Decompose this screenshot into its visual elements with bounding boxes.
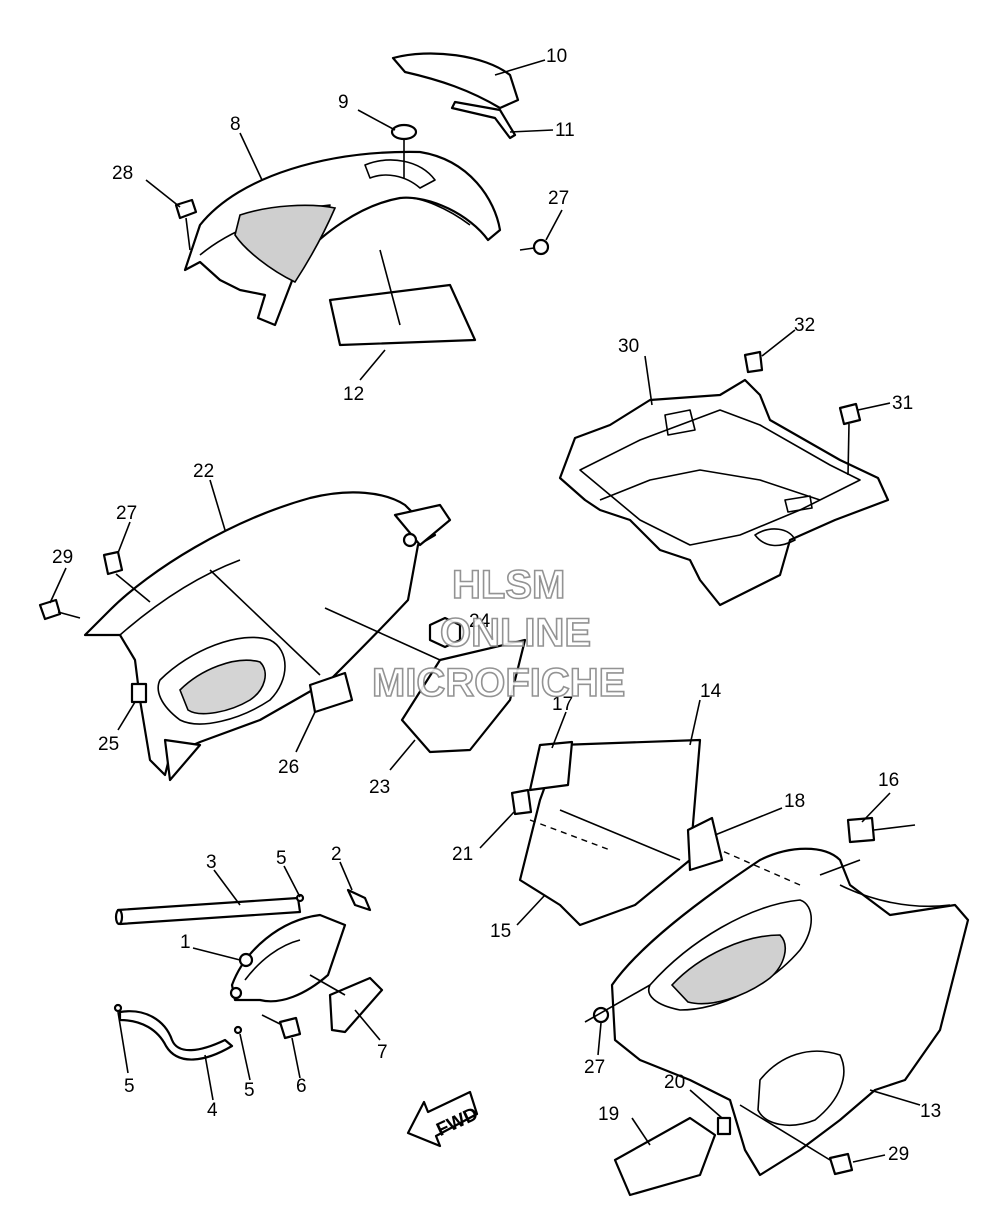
callout-label: 32 [794, 315, 815, 336]
watermark-line-2: ONLINE [440, 611, 591, 655]
callout-label: 29 [52, 547, 73, 568]
callout-label: 8 [230, 114, 241, 135]
part-nut-24 [428, 616, 462, 649]
part-bolt-27-top [519, 238, 550, 256]
part-sheet-23 [324, 607, 527, 754]
callout-label: 9 [338, 92, 349, 113]
callout-label: 3 [206, 852, 217, 873]
part-clip-25 [130, 682, 148, 704]
part-bolt-6 [261, 1014, 302, 1040]
part-sheet-19 [613, 1116, 717, 1197]
part-label-7 [309, 974, 384, 1034]
part-pad-21 [510, 788, 533, 816]
callout-label: 16 [878, 770, 899, 791]
callout-label: 14 [700, 681, 722, 702]
part-grommet-9 [390, 123, 418, 178]
callout-label: 27 [584, 1057, 605, 1078]
part-bolt-27-left [102, 550, 151, 603]
callout-label: 31 [892, 393, 913, 414]
part-damper-26 [209, 569, 354, 714]
part-clamps-5 [113, 893, 305, 1035]
part-bolt-28 [174, 198, 198, 251]
part-rear-fender [183, 150, 502, 347]
callout-label: 11 [555, 120, 575, 141]
part-bolt-27-lower [584, 984, 651, 1024]
callout-label: 27 [548, 188, 569, 209]
part-pipe-3 [114, 896, 302, 926]
watermark-line-1: HLSM [452, 563, 565, 607]
part-cover-10 [391, 52, 520, 140]
callout-labels: 1 2 3 4 5 5 5 6 7 8 9 10 11 12 13 14 15 … [52, 46, 941, 1165]
callout-label: 4 [207, 1100, 218, 1121]
callout-label: 5 [124, 1076, 135, 1097]
callout-label: 13 [920, 1101, 941, 1122]
callout-label: 17 [552, 694, 573, 715]
callout-label: 5 [244, 1080, 255, 1101]
part-frame-30 [558, 350, 890, 607]
callout-label: 28 [112, 163, 133, 184]
callout-label: 26 [278, 757, 299, 778]
callout-label: 10 [546, 46, 567, 67]
callout-label: 25 [98, 734, 119, 755]
callout-label: 24 [469, 611, 491, 632]
part-side-cover-13 [610, 847, 970, 1177]
callout-label: 20 [664, 1072, 685, 1093]
callout-label: 18 [784, 791, 805, 812]
fwd-arrow-icon: FWD [406, 1090, 481, 1148]
callout-label: 7 [377, 1042, 388, 1063]
part-pad-16 [846, 816, 916, 844]
callout-label: 1 [180, 932, 191, 953]
callout-label: 21 [452, 844, 473, 865]
part-pad-17 [528, 740, 574, 792]
part-clip-20 [716, 1116, 732, 1136]
part-bolt-29-lower [739, 1104, 854, 1176]
part-bolt-29-left [38, 598, 81, 621]
part-side-cover-22 [83, 491, 452, 782]
watermark: HLSM ONLINE MICROFICHE [371, 562, 626, 706]
part-tank-1 [229, 913, 347, 1003]
callout-label: 22 [193, 461, 214, 482]
callout-label: 6 [296, 1076, 307, 1097]
part-spring-2 [346, 888, 372, 912]
callout-label: 23 [369, 777, 390, 798]
callout-label: 30 [618, 336, 639, 357]
callout-label: 19 [598, 1104, 619, 1125]
leader-lines [49, 59, 921, 1163]
callout-label: 29 [888, 1144, 909, 1165]
callout-label: 2 [331, 844, 342, 865]
callout-label: 12 [343, 384, 364, 405]
callout-label: 5 [276, 848, 287, 869]
callout-label: 15 [490, 921, 511, 942]
part-damper-18 [686, 816, 724, 872]
watermark-line-3: MICROFICHE [372, 661, 625, 705]
callout-label: 27 [116, 503, 137, 524]
part-hose-4 [118, 1010, 234, 1061]
